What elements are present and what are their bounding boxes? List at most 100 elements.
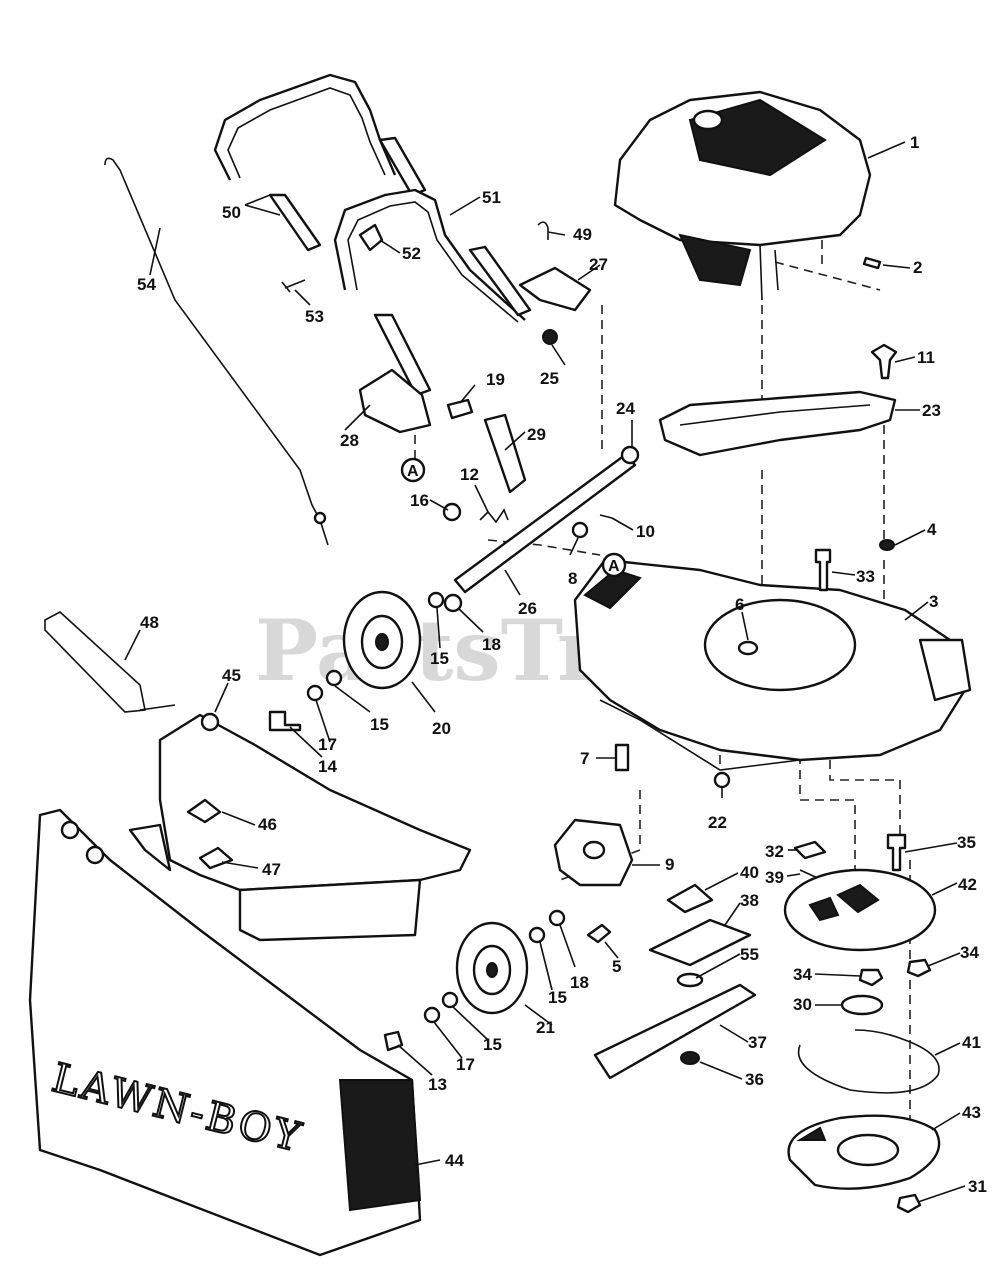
bolt-icon	[814, 548, 832, 592]
mount-plate	[358, 368, 432, 434]
screw-icon	[281, 279, 306, 293]
callout-17: 17	[318, 735, 337, 754]
callout-3: 3	[929, 592, 938, 611]
callout-15: 15	[548, 988, 567, 1007]
height-adjuster	[483, 413, 527, 494]
callout-40: 40	[740, 863, 759, 882]
discharge-chute	[128, 712, 472, 942]
callout-20: 20	[432, 719, 451, 738]
latch-icon	[198, 846, 234, 870]
bolt-icon	[586, 923, 612, 944]
callout-42: 42	[958, 875, 977, 894]
reference-marker	[400, 457, 426, 483]
wing-bolt-icon	[870, 343, 898, 380]
callout-1: 1	[910, 133, 919, 152]
callout-25: 25	[540, 369, 559, 388]
callout-27: 27	[589, 255, 608, 274]
callout-32: 32	[765, 842, 784, 861]
callout-labels: 1 2 3 4 5 6 7 8 9 10 11 12 13 14 15 15 1…	[137, 133, 987, 1196]
callout-4: 4	[927, 520, 937, 539]
clip-icon	[358, 223, 384, 252]
spring-icon	[479, 508, 509, 524]
callout-45: 45	[222, 666, 241, 685]
reference-marker	[601, 552, 627, 578]
nut-icon	[713, 771, 731, 789]
callout-11: 11	[917, 348, 935, 367]
callout-26: 26	[518, 599, 537, 618]
washer-icon	[306, 684, 324, 702]
upper-handle	[213, 73, 397, 181]
callout-49: 49	[573, 225, 592, 244]
callout-38: 38	[740, 891, 759, 910]
callout-28: 28	[340, 431, 359, 450]
callout-15: 15	[370, 715, 389, 734]
washer-icon	[443, 593, 463, 613]
callout-54: 54	[137, 275, 156, 294]
blade	[593, 983, 757, 1080]
callout-47: 47	[262, 860, 281, 879]
reference-marker-label: A	[608, 558, 620, 575]
callout-22: 22	[708, 813, 727, 832]
callout-8: 8	[568, 569, 577, 588]
callout-12: 12	[460, 465, 479, 484]
callout-33: 33	[856, 567, 875, 586]
drive-plate	[783, 868, 937, 952]
washer-icon	[441, 991, 459, 1009]
fastener-icon	[737, 640, 759, 656]
callout-55: 55	[740, 945, 759, 964]
pin-icon	[599, 514, 613, 519]
engine-housing	[613, 90, 872, 301]
blade-mount	[648, 918, 752, 967]
bolt-icon	[614, 743, 630, 772]
mower-deck	[573, 558, 972, 771]
rear-wheel	[342, 590, 422, 690]
callout-18: 18	[570, 973, 589, 992]
callout-29: 29	[527, 425, 546, 444]
nut-icon	[858, 968, 884, 987]
callout-36: 36	[745, 1070, 764, 1089]
callout-31: 31	[968, 1177, 987, 1196]
screw-icon	[862, 256, 882, 270]
nut-icon	[680, 1051, 700, 1065]
bolt-icon	[886, 833, 907, 872]
grass-bag: LAWN-BOY	[28, 808, 422, 1257]
callout-39: 39	[765, 868, 784, 887]
callout-6: 6	[735, 595, 744, 614]
callout-24: 24	[616, 399, 635, 418]
callout-15: 15	[483, 1035, 502, 1054]
callout-7: 7	[580, 749, 589, 768]
callout-14: 14	[318, 757, 337, 776]
callout-50: 50	[222, 203, 241, 222]
washer-icon	[548, 909, 566, 927]
callout-53: 53	[305, 307, 324, 326]
callout-43: 43	[962, 1103, 981, 1122]
fastener-icon	[571, 521, 589, 539]
o-ring-icon	[840, 994, 884, 1016]
callout-2: 2	[913, 258, 922, 277]
callout-5: 5	[612, 957, 621, 976]
callout-17: 17	[456, 1055, 475, 1074]
washer-icon	[528, 926, 546, 944]
leader-lines	[124, 141, 966, 1203]
nut-icon	[906, 958, 932, 978]
washer-icon	[676, 972, 704, 988]
callout-46: 46	[258, 815, 277, 834]
callout-34: 34	[960, 943, 979, 962]
handle-bracket	[268, 193, 322, 252]
callout-52: 52	[402, 244, 421, 263]
washer-icon	[427, 591, 445, 609]
callout-21: 21	[536, 1018, 555, 1037]
snap-ring	[797, 1029, 940, 1094]
washer-icon	[423, 1006, 441, 1024]
latch-icon	[186, 798, 222, 824]
lower-handle	[333, 188, 526, 321]
callout-9: 9	[665, 855, 674, 874]
callout-41: 41	[962, 1033, 981, 1052]
nut-icon	[620, 445, 640, 465]
callout-37: 37	[748, 1033, 767, 1052]
callout-48: 48	[140, 613, 159, 632]
callout-23: 23	[922, 401, 941, 420]
nut-icon	[896, 1193, 922, 1214]
pin-icon	[537, 221, 549, 240]
callout-16: 16	[410, 491, 429, 510]
